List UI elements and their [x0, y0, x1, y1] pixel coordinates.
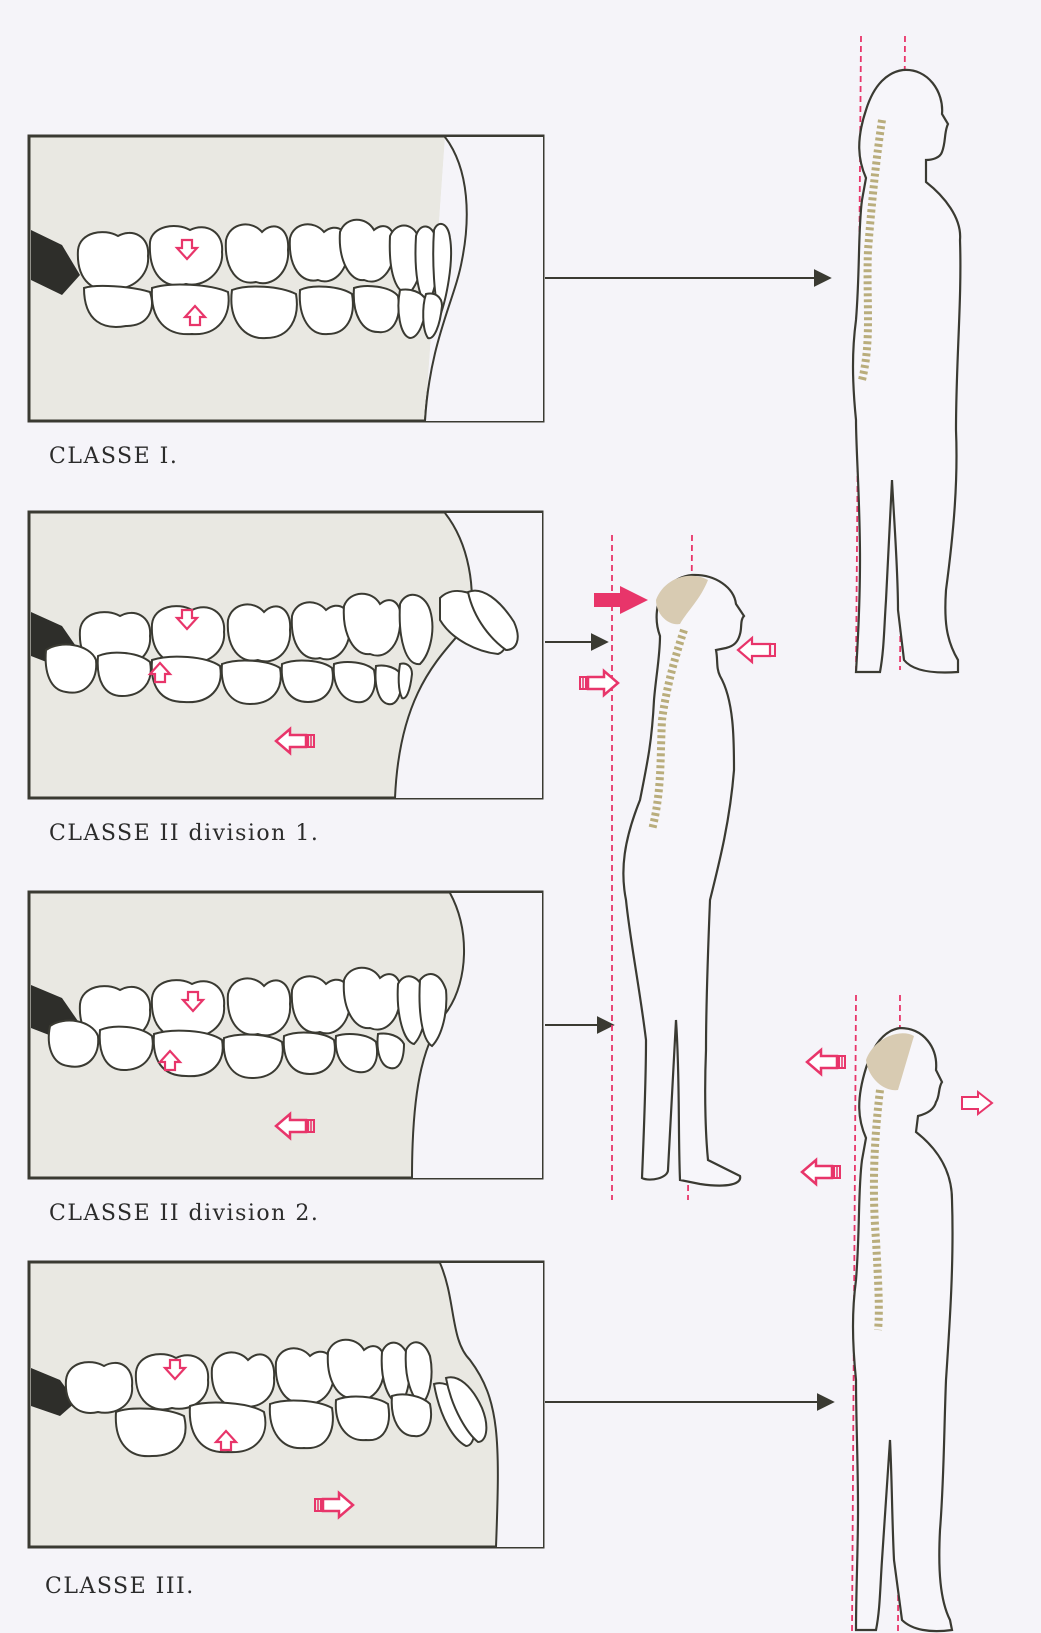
caption-class-3: CLASSE III. — [45, 1574, 195, 1599]
caption-class-2-div-2: CLASSE II division 2. — [49, 1201, 319, 1226]
figure-class-2 — [580, 535, 778, 1200]
panel-class-2-div-2 — [29, 892, 542, 1178]
caption-class-1: CLASSE I. — [49, 444, 178, 469]
panel-class-2-div-1 — [29, 512, 542, 798]
figure-upright-class-1 — [853, 36, 960, 673]
caption-class-2-div-1: CLASSE II division 1. — [49, 821, 319, 846]
panel-class-1 — [29, 136, 543, 421]
figure-class-3 — [802, 995, 992, 1633]
panel-class-3 — [29, 1262, 543, 1547]
